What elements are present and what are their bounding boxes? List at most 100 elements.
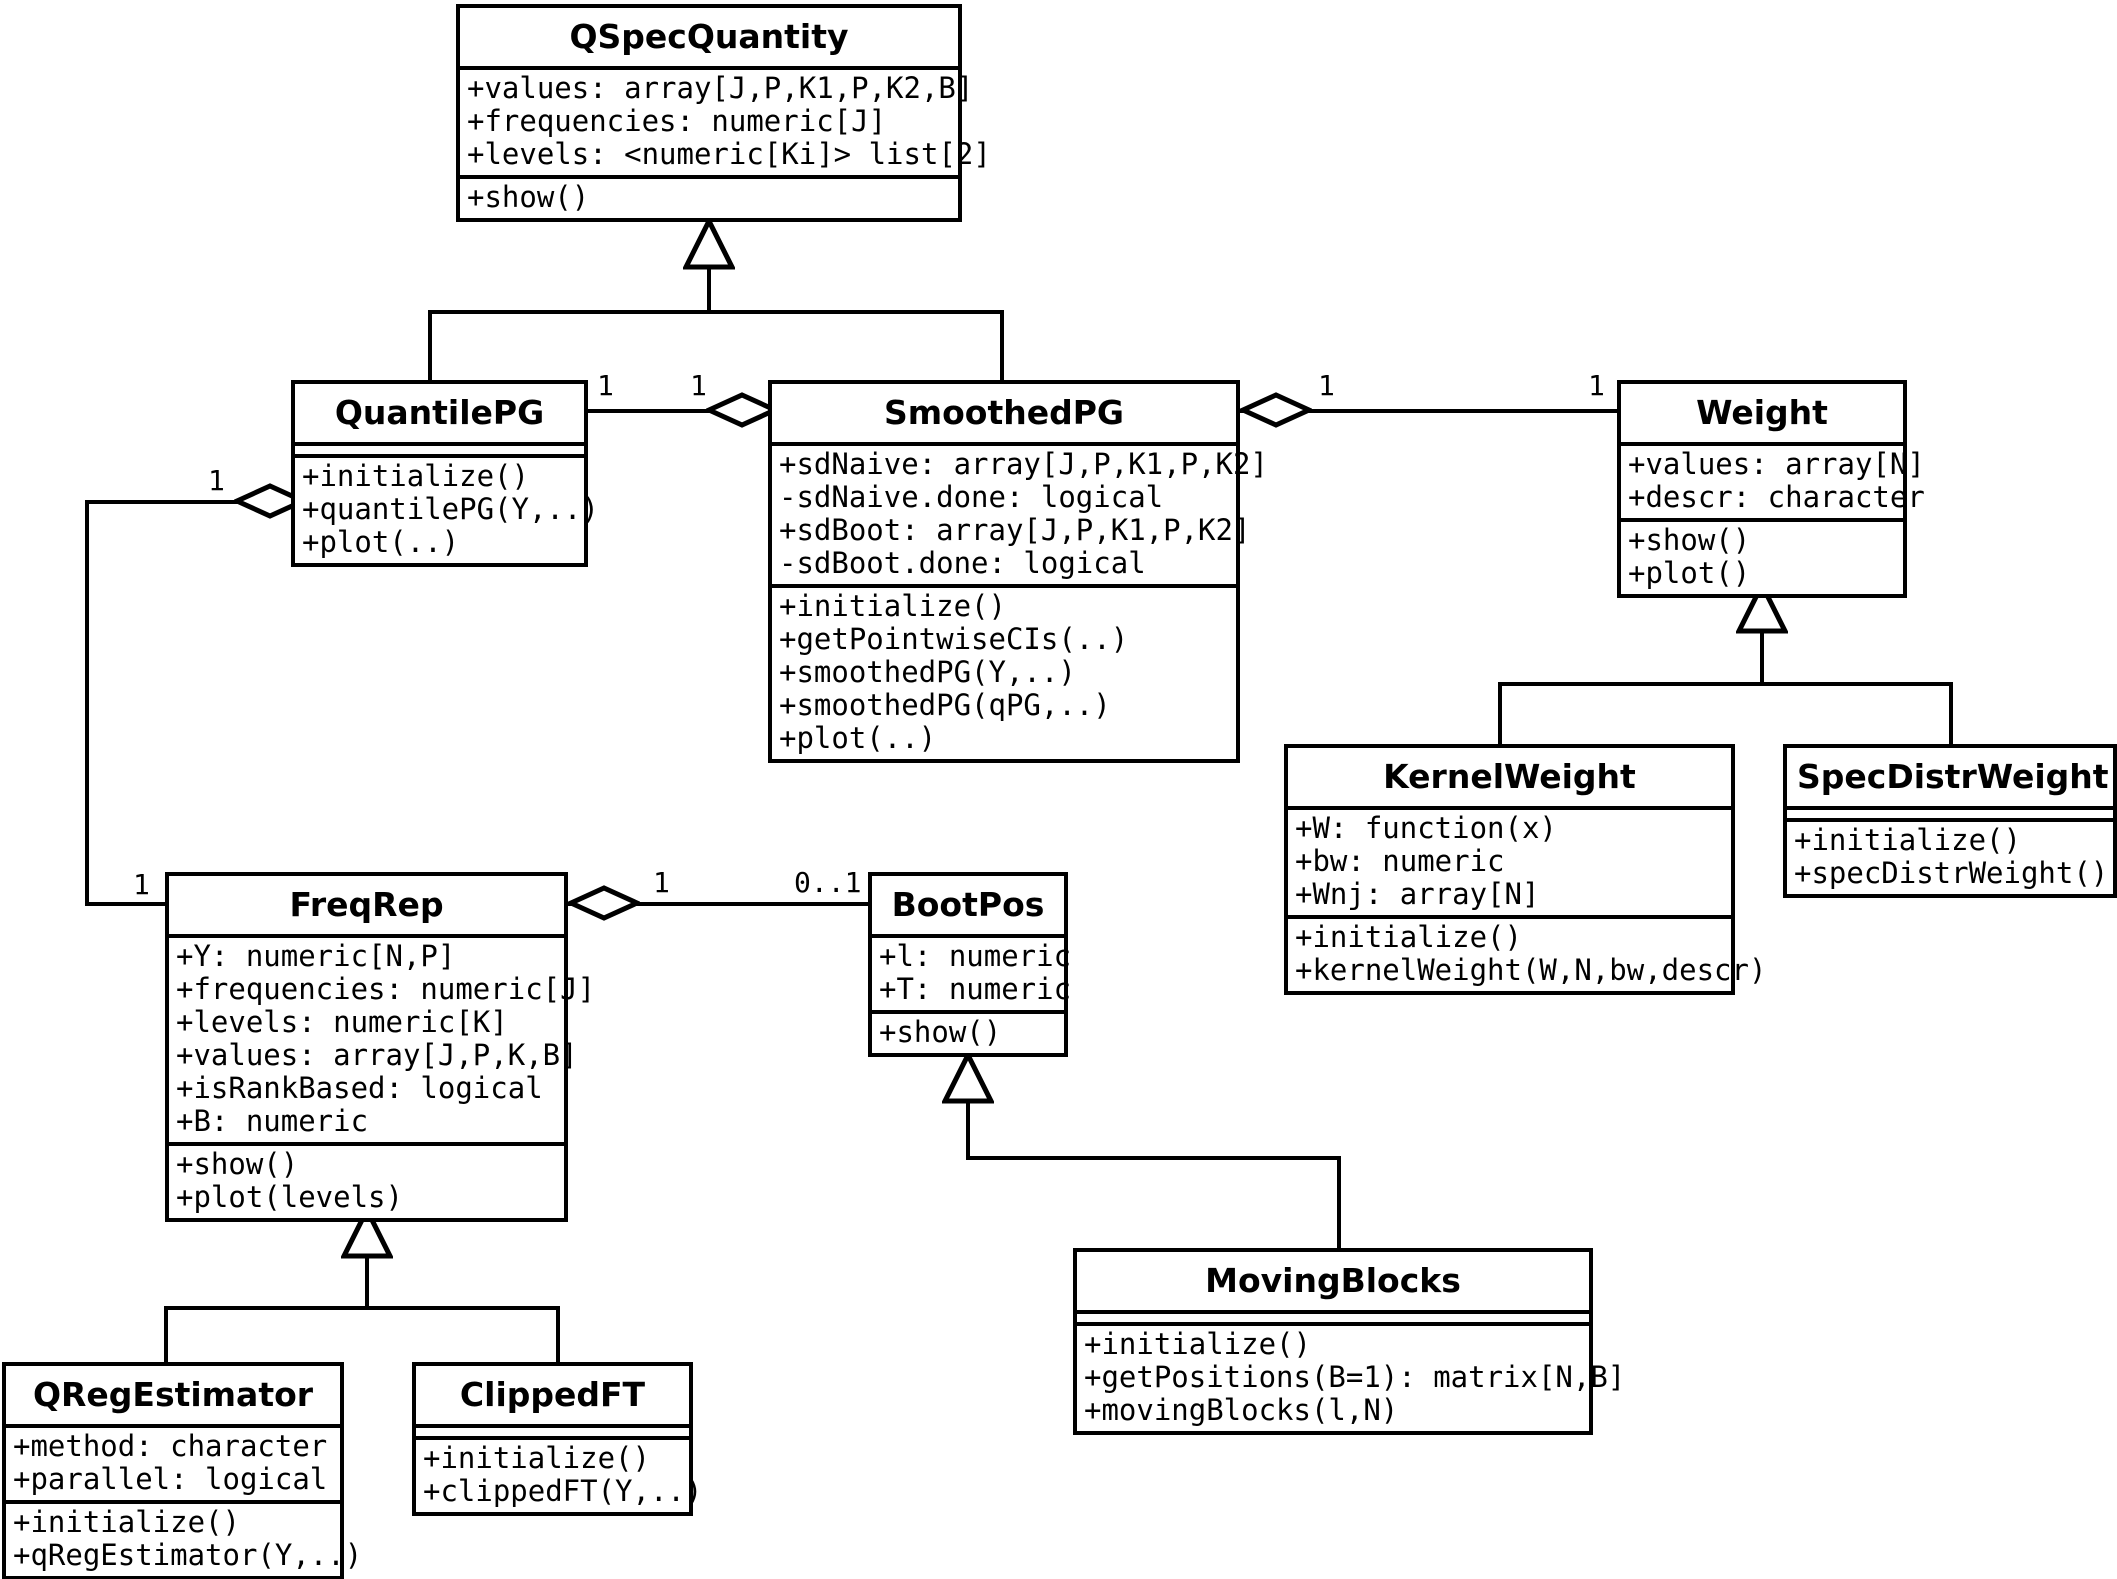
method-item: +show() [176, 1147, 299, 1181]
method-item: +kernelWeight(W,N,bw,descr) [1295, 953, 1767, 987]
attribute-item: +frequencies: numeric[J] [176, 972, 596, 1006]
methods-compartment-qspecquantity: +show() [460, 175, 958, 218]
association-line-quantilepg-freqrep-left [85, 500, 89, 906]
method-item: +initialize() [13, 1505, 240, 1539]
class-box-kernelweight[interactable]: KernelWeight +W: function(x) +bw: numeri… [1284, 744, 1767, 995]
attribute-item: +isRankBased: logical [176, 1071, 543, 1105]
attributes-compartment-kernelweight: +W: function(x) +bw: numeric +Wnj: array… [1288, 806, 1731, 915]
method-item: +plot(levels) [176, 1180, 403, 1214]
class-box-clippedft[interactable]: ClippedFT +initialize() +clippedFT(Y,..) [412, 1362, 703, 1516]
multiplicity-quantilepg-smoothedpg-target: 1 [690, 369, 707, 402]
association-line-freqrep-bootpos [568, 902, 870, 906]
method-item: +plot(..) [779, 721, 937, 755]
aggregation-diamond-smoothedpg-weight [1240, 391, 1312, 429]
attribute-item: +W: function(x) [1295, 811, 1557, 845]
class-title-movingblocks: MovingBlocks [1205, 1261, 1461, 1300]
attributes-compartment-bootpos: +l: numeric +T: numeric [872, 934, 1072, 1010]
class-box-bootpos[interactable]: BootPos +l: numeric +T: numeric +show() [868, 872, 1072, 1057]
method-item: +initialize() [1295, 920, 1522, 954]
attribute-item: +T: numeric [879, 972, 1072, 1006]
generalization-branch-clippedft [556, 1306, 560, 1364]
class-box-movingblocks[interactable]: MovingBlocks +initialize() +getPositions… [1073, 1248, 1626, 1435]
class-box-quantilepg[interactable]: QuantilePG +initialize() +quantilePG(Y,.… [291, 380, 599, 567]
method-item: +getPointwiseCIs(..) [779, 622, 1129, 656]
generalization-stem-qspecquantity [707, 266, 711, 314]
generalization-branch-kernelweight [1498, 682, 1502, 748]
multiplicity-quantilepg-freqrep-source: 1 [208, 464, 225, 497]
method-item: +show() [879, 1015, 1002, 1049]
generalization-crossbar-weight [1498, 682, 1953, 686]
multiplicity-quantilepg-freqrep-target: 1 [133, 868, 150, 901]
attribute-item: +levels: <numeric[Ki]> list[2] [467, 137, 991, 171]
generalization-stem-weight [1760, 630, 1764, 686]
generalization-crossbar-freqrep [164, 1306, 560, 1310]
attribute-item: +values: array[J,P,K1,P,K2,B] [467, 71, 974, 105]
methods-compartment-weight: +show() +plot() [1621, 518, 1903, 594]
generalization-crossbar-qspecquantity [428, 310, 1004, 314]
association-line-quantilepg-freqrep-top [85, 500, 265, 504]
class-box-qspecquantity[interactable]: QSpecQuantity +values: array[J,P,K1,P,K2… [456, 4, 991, 222]
generalization-branch-qregestimator [164, 1306, 168, 1364]
attribute-item: +sdNaive: array[J,P,K1,P,K2] [779, 447, 1268, 481]
attributes-compartment-qregestimator: +method: character +parallel: logical [6, 1424, 340, 1500]
methods-compartment-smoothedpg: +initialize() +getPointwiseCIs(..) +smoo… [772, 584, 1236, 759]
method-item: +initialize() [779, 589, 1006, 623]
method-item: +initialize() [1794, 823, 2021, 857]
method-item: +smoothedPG(Y,..) [779, 655, 1076, 689]
attributes-compartment-specdistrweight [1787, 806, 2113, 818]
multiplicity-smoothedpg-weight-target: 1 [1588, 369, 1605, 402]
class-box-qregestimator[interactable]: QRegEstimator +method: character +parall… [2, 1362, 362, 1579]
generalization-stem-freqrep [365, 1255, 369, 1310]
attribute-item: -sdNaive.done: logical [779, 480, 1164, 514]
method-item: +smoothedPG(qPG,..) [779, 688, 1111, 722]
method-item: +show() [467, 180, 590, 214]
attribute-item: +levels: numeric[K] [176, 1005, 508, 1039]
attribute-item: +parallel: logical [13, 1462, 328, 1496]
attribute-item: +Y: numeric[N,P] [176, 939, 456, 973]
class-box-freqrep[interactable]: FreqRep +Y: numeric[N,P] +frequencies: n… [165, 872, 596, 1222]
generalization-branch-quantilepg [428, 310, 432, 384]
multiplicity-quantilepg-smoothedpg-source: 1 [597, 369, 614, 402]
generalization-branch-smoothedpg [1000, 310, 1004, 384]
method-item: +clippedFT(Y,..) [423, 1474, 703, 1508]
method-item: +specDistrWeight() [1794, 856, 2109, 890]
methods-compartment-movingblocks: +initialize() +getPositions(B=1): matrix… [1077, 1322, 1626, 1431]
methods-compartment-freqrep: +show() +plot(levels) [169, 1142, 564, 1218]
aggregation-diamond-freqrep-bootpos [568, 884, 640, 922]
class-title-qregestimator: QRegEstimator [32, 1375, 314, 1414]
class-box-weight[interactable]: Weight +values: array[N] +descr: charact… [1617, 380, 1925, 598]
attribute-item: +bw: numeric [1295, 844, 1505, 878]
class-title-weight: Weight [1696, 393, 1828, 432]
attribute-item: +descr: character [1628, 480, 1925, 514]
class-title-freqrep: FreqRep [289, 885, 444, 924]
attributes-compartment-quantilepg [295, 442, 584, 454]
generalization-branch-movingblocks [1337, 1156, 1341, 1250]
attributes-compartment-clippedft [416, 1424, 689, 1436]
method-item: +plot(..) [302, 525, 460, 559]
generalization-branch-specdistrweight [1949, 682, 1953, 748]
attribute-item: +values: array[J,P,K,B] [176, 1038, 578, 1072]
methods-compartment-bootpos: +show() [872, 1010, 1064, 1053]
class-box-specdistrweight[interactable]: SpecDistrWeight +initialize() +specDistr… [1783, 744, 2117, 898]
attributes-compartment-weight: +values: array[N] +descr: character [1621, 442, 1925, 518]
association-line-smoothedpg-weight [1240, 409, 1620, 413]
generalization-crossbar-bootpos [966, 1156, 1341, 1160]
method-item: +getPositions(B=1): matrix[N,B] [1084, 1360, 1626, 1394]
attribute-item: +B: numeric [176, 1104, 369, 1138]
attribute-item: +frequencies: numeric[J] [467, 104, 887, 138]
multiplicity-freqrep-bootpos-source: 1 [653, 866, 670, 899]
method-item: +initialize() [423, 1441, 650, 1475]
attributes-compartment-freqrep: +Y: numeric[N,P] +frequencies: numeric[J… [169, 934, 596, 1142]
methods-compartment-specdistrweight: +initialize() +specDistrWeight() [1787, 818, 2113, 894]
attributes-compartment-qspecquantity: +values: array[J,P,K1,P,K2,B] +frequenci… [460, 66, 991, 175]
attribute-item: +values: array[N] [1628, 447, 1925, 481]
association-line-quantilepg-smoothedpg [588, 409, 772, 413]
method-item: +quantilePG(Y,..) [302, 492, 599, 526]
attributes-compartment-movingblocks [1077, 1310, 1589, 1322]
method-item: +initialize() [1084, 1327, 1311, 1361]
class-box-smoothedpg[interactable]: SmoothedPG +sdNaive: array[J,P,K1,P,K2] … [768, 380, 1268, 763]
methods-compartment-kernelweight: +initialize() +kernelWeight(W,N,bw,descr… [1288, 915, 1767, 991]
attribute-item: +sdBoot: array[J,P,K1,P,K2] [779, 513, 1251, 547]
attribute-item: -sdBoot.done: logical [779, 546, 1146, 580]
